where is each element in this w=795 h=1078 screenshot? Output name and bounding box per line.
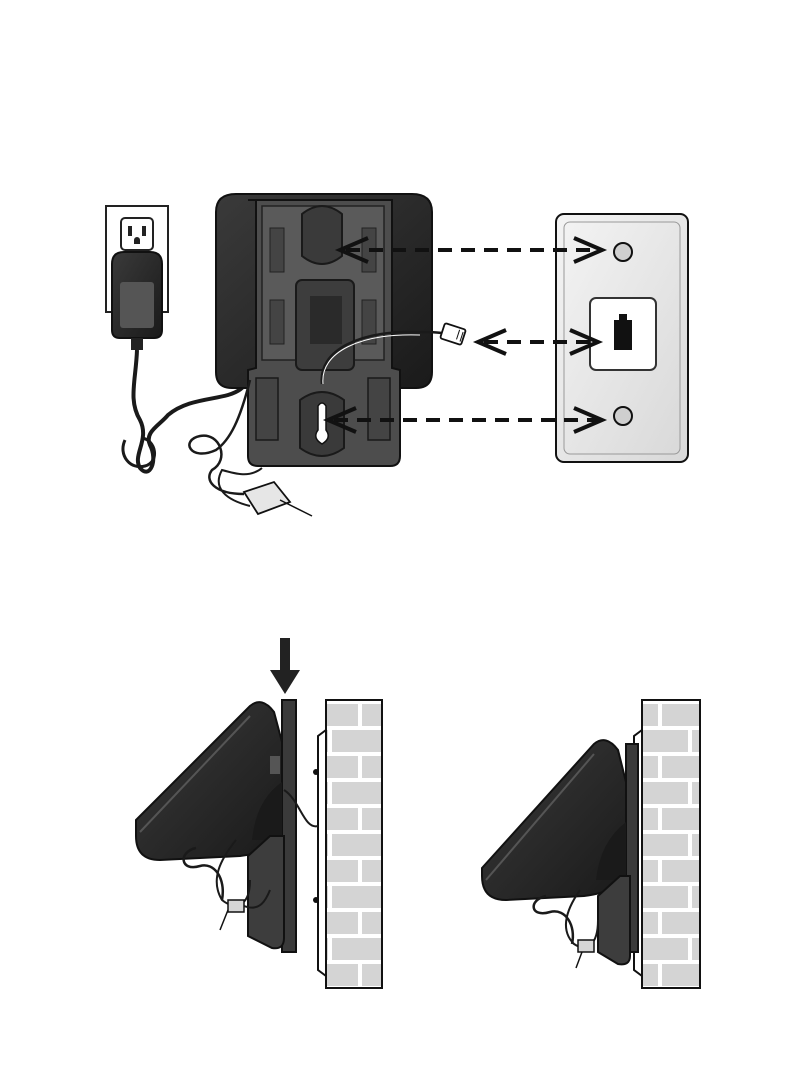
telephone-base-mounted <box>482 740 630 968</box>
bottom-right-panel <box>482 700 700 988</box>
wall-plate-with-phone-jack <box>556 214 688 462</box>
brick-wall <box>313 700 382 988</box>
phone-plug <box>440 323 466 345</box>
lower-mounting-stud <box>614 407 632 425</box>
bottom-left-panel <box>136 638 382 988</box>
down-arrow-icon <box>270 638 300 694</box>
top-panel <box>106 194 688 516</box>
dsl-filter <box>244 482 290 514</box>
dsl-filter <box>578 940 594 952</box>
brick-wall <box>634 700 700 988</box>
telephone-base-back <box>189 194 466 516</box>
dsl-filter <box>228 900 244 912</box>
upper-mounting-stud <box>614 243 632 261</box>
